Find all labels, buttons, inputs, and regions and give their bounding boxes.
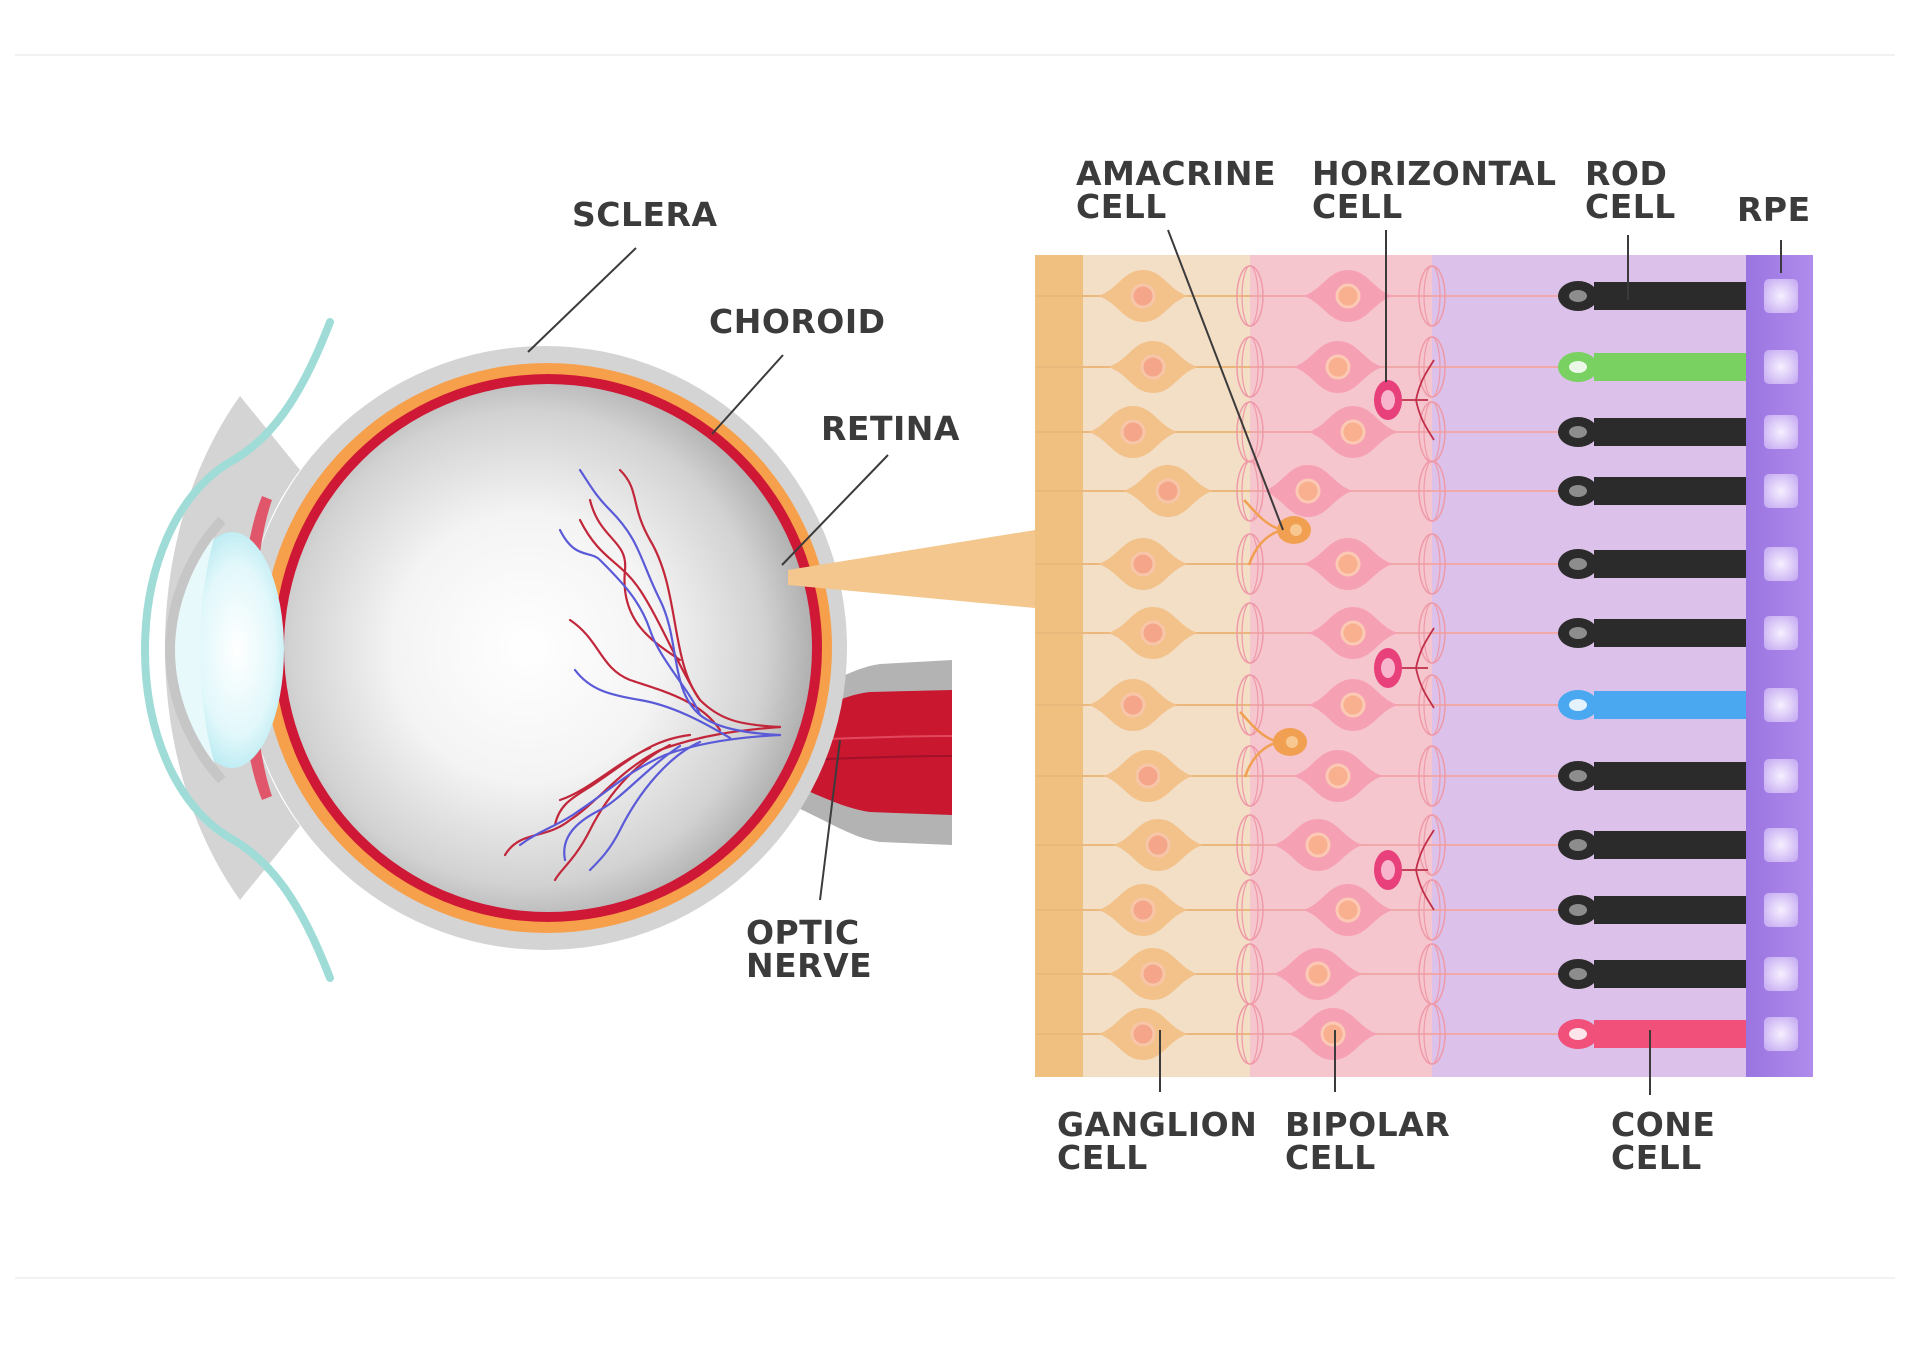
rpe-cell — [1764, 759, 1798, 793]
rod-cell — [1594, 960, 1746, 988]
rpe-cell — [1764, 828, 1798, 862]
ganglion-cell-layer — [1083, 255, 1250, 1077]
horizontal-cell — [1374, 829, 1435, 911]
retina-row — [1035, 265, 1798, 327]
label-choroid: CHOROID — [709, 302, 886, 341]
label-bipolar-cell: BIPOLAR CELL — [1285, 1105, 1451, 1177]
rpe-cell — [1764, 616, 1798, 650]
nerve-fiber-layer — [1035, 255, 1083, 1077]
cornea — [140, 318, 334, 982]
retina-row — [1035, 460, 1798, 522]
rpe-cell — [1764, 350, 1798, 384]
label-horizontal-cell: HORIZONTAL CELL — [1312, 154, 1557, 226]
label-amacrine-cell: AMACRINE CELL — [1076, 154, 1276, 226]
label-rpe: RPE — [1737, 190, 1811, 229]
horizontal-cell — [1374, 359, 1435, 441]
optic-nerve-leader — [819, 739, 841, 901]
label-rod-cell: ROD CELL — [1585, 154, 1676, 226]
vitreous-body — [284, 384, 812, 912]
retina-row — [1035, 401, 1798, 463]
rpe-cell — [1764, 547, 1798, 581]
rod-cell — [1594, 831, 1746, 859]
rod-cell — [1594, 282, 1746, 310]
rpe-cell — [1764, 279, 1798, 313]
label-retina: RETINA — [821, 409, 960, 448]
rod-cell — [1594, 550, 1746, 578]
choroid-leader — [711, 354, 784, 435]
rod-cell — [1594, 619, 1746, 647]
retina-row — [1035, 879, 1798, 941]
rod-cell — [1594, 762, 1746, 790]
rpe-cell — [1764, 415, 1798, 449]
rod-cell — [1594, 896, 1746, 924]
rpe-cell — [1764, 474, 1798, 508]
retina-row — [1035, 336, 1798, 398]
label-optic-nerve: OPTIC NERVE — [746, 913, 873, 985]
retina-layers-panel — [1035, 255, 1813, 1077]
amacrine-cell — [1243, 499, 1311, 566]
rod-cell — [1594, 418, 1746, 446]
rpe-cell — [1764, 1017, 1798, 1051]
cone-cell — [1594, 1020, 1746, 1048]
retina-row — [1035, 533, 1798, 595]
eyeball-group — [140, 318, 953, 982]
photoreceptor-layer — [1432, 255, 1746, 1077]
cone-cell — [1594, 353, 1746, 381]
rpe-layer — [1746, 255, 1813, 1077]
leader-lines — [527, 229, 1782, 1095]
rpe-cell — [1764, 957, 1798, 991]
rpe-cell — [1764, 688, 1798, 722]
retina-row — [1035, 745, 1798, 807]
retina-row — [1035, 602, 1798, 664]
label-cone-cell: CONE CELL — [1611, 1105, 1716, 1177]
cone-cell — [1594, 691, 1746, 719]
magnification-wedge — [788, 530, 1035, 608]
horizontal-cell — [1374, 627, 1435, 709]
label-ganglion-cell: GANGLION CELL — [1057, 1105, 1258, 1177]
lens — [180, 532, 284, 768]
retina-row — [1035, 814, 1798, 876]
rpe-cell — [1764, 893, 1798, 927]
retina-row — [1035, 943, 1798, 1005]
retina-row — [1035, 1003, 1798, 1065]
label-sclera: SCLERA — [572, 195, 718, 234]
amacrine-leader — [1167, 229, 1284, 531]
rod-cell — [1594, 477, 1746, 505]
sclera-leader — [527, 247, 637, 353]
retina-row — [1035, 674, 1798, 736]
amacrine-cell — [1239, 711, 1307, 778]
retina-leader — [781, 454, 889, 566]
retinal-blood-vessels — [503, 468, 782, 882]
